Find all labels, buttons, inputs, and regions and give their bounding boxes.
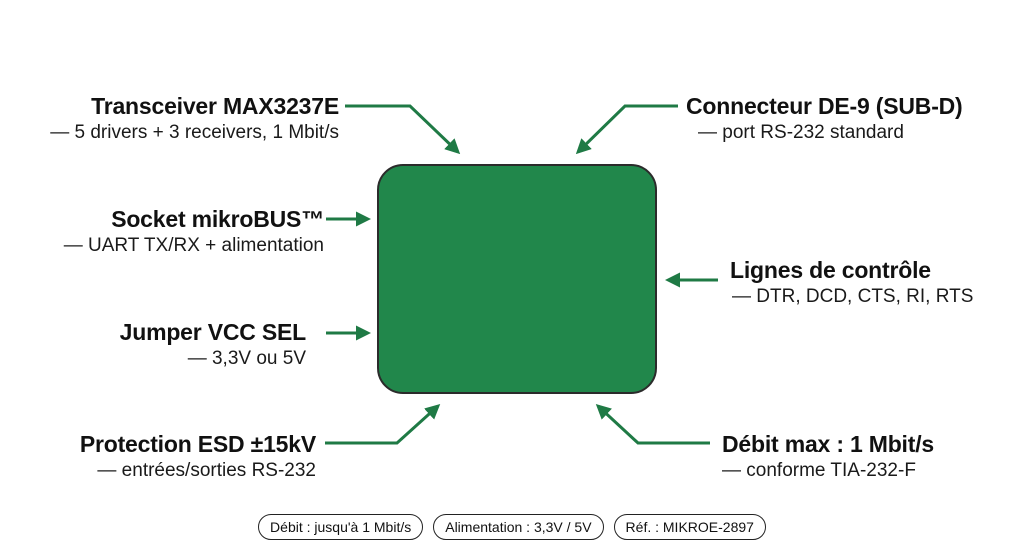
callout-subtitle: — 5 drivers + 3 receivers, 1 Mbit/s [50, 122, 339, 143]
callout-socket: Socket mikroBUS™ — UART TX/RX + alimenta… [63, 205, 325, 259]
arrow-connector [575, 104, 678, 155]
callout-subtitle: — DTR, DCD, CTS, RI, RTS [732, 286, 974, 307]
board-module [377, 164, 657, 394]
callout-esd: Protection ESD ±15kV — entrées/sorties R… [80, 430, 316, 484]
arrow-rate [595, 403, 710, 445]
callout-title: Débit max : 1 Mbit/s [722, 431, 934, 457]
arrow-esd [325, 403, 441, 445]
callout-title: Lignes de contrôle [730, 257, 931, 283]
callout-connector: Connecteur DE-9 (SUB-D) — port RS-232 st… [686, 92, 963, 146]
tag-ref: Réf. : MIKROE-2897 [613, 514, 766, 540]
tag-power: Alimentation : 3,3V / 5V [433, 514, 604, 540]
callout-title: Jumper VCC SEL [119, 319, 307, 345]
arrow-transceiver [345, 104, 461, 155]
callout-title: Transceiver MAX3237E [91, 93, 339, 119]
callout-lines: Lignes de contrôle — DTR, DCD, CTS, RI, … [730, 256, 973, 310]
callout-subtitle: — port RS-232 standard [698, 122, 904, 143]
callout-subtitle: — UART TX/RX + alimentation [63, 235, 324, 256]
callout-title: Protection ESD ±15kV [79, 431, 316, 457]
spec-tags: Débit : jusqu'à 1 Mbit/s Alimentation : … [0, 514, 1024, 540]
tag-rate: Débit : jusqu'à 1 Mbit/s [258, 514, 424, 540]
callout-rate: Débit max : 1 Mbit/s — conforme TIA-232-… [722, 430, 934, 484]
callout-transceiver: Transceiver MAX3237E — 5 drivers + 3 rec… [50, 92, 339, 146]
callout-subtitle: — conforme TIA-232-F [722, 460, 916, 481]
callout-subtitle: — entrées/sorties RS-232 [97, 460, 316, 481]
callout-subtitle: — 3,3V ou 5V [187, 348, 306, 369]
callout-title: Socket mikroBUS™ [111, 206, 324, 232]
callout-title: Connecteur DE-9 (SUB-D) [686, 93, 963, 119]
callout-jumper: Jumper VCC SEL — 3,3V ou 5V [119, 318, 307, 372]
